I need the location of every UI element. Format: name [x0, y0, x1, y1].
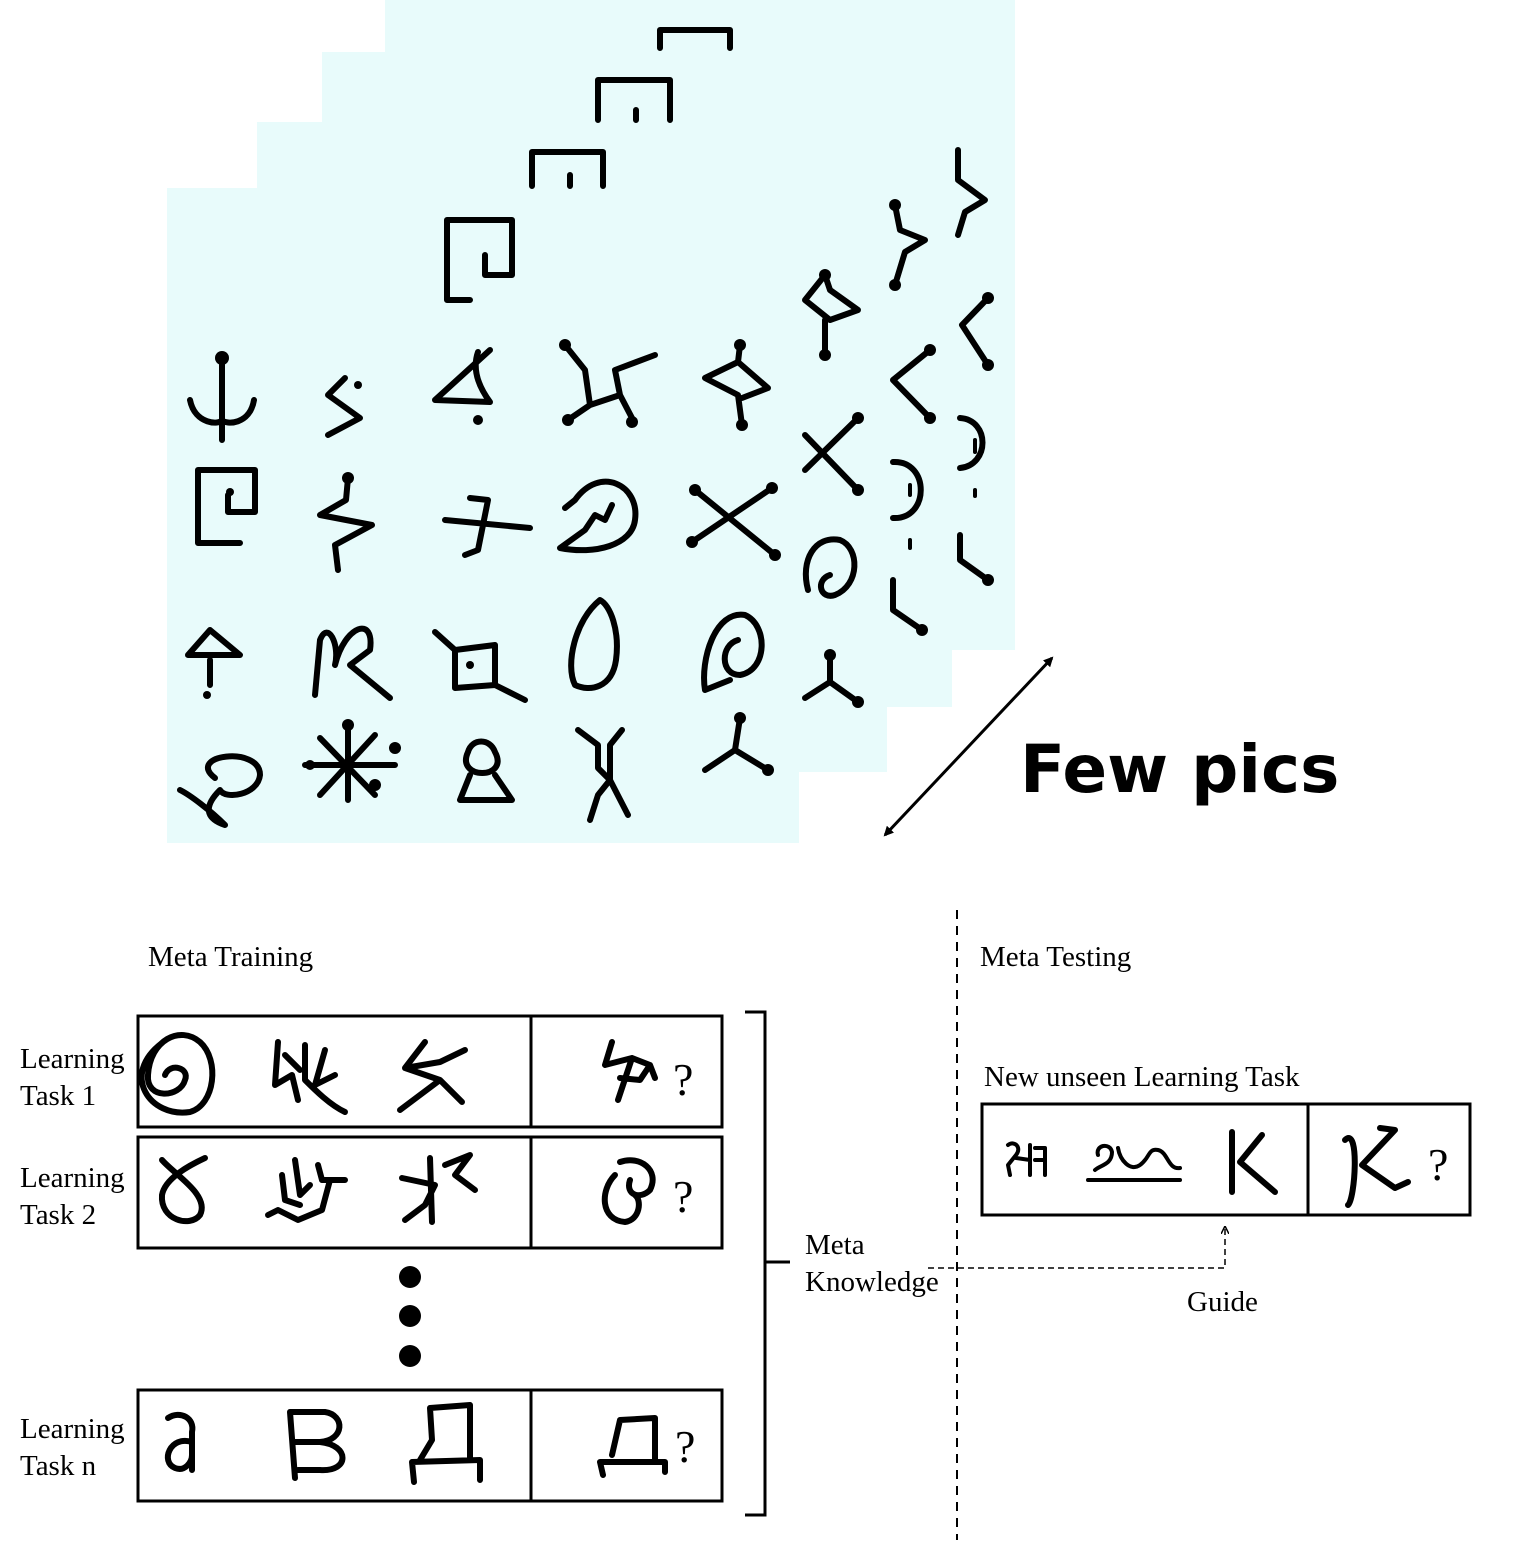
guide-label: Guide	[1187, 1286, 1258, 1318]
glyph-r1c5	[702, 342, 771, 428]
glyph-r2c4	[557, 478, 639, 554]
task-1-query-cell	[529, 1014, 724, 1129]
glyph-r3c4	[568, 597, 620, 691]
tasks-brace	[745, 1010, 790, 1517]
new-task-title: New unseen Learning Task	[984, 1061, 1300, 1093]
glyph-r4c5	[702, 715, 771, 773]
task-1-label-line1: Learning	[20, 1043, 125, 1075]
omniglot-card-stack	[167, 0, 1015, 843]
task-n-label-line1: Learning	[20, 1413, 125, 1445]
peek-glyph-card3	[595, 77, 673, 123]
task-n-query-cell	[529, 1388, 724, 1503]
few-pics-double-arrow	[883, 656, 1054, 837]
glyph-r1c1	[187, 355, 257, 443]
glyph-r2c2	[317, 475, 375, 573]
card3-edge-glyphs	[889, 199, 936, 636]
glyph-r4c3	[457, 738, 515, 803]
new-learning-task-row: ?	[980, 1102, 1472, 1217]
task-2-query-glyph	[601, 1157, 656, 1225]
glyph-r4c4	[575, 727, 631, 823]
more-tasks-ellipsis	[399, 1266, 421, 1367]
new-task-support-glyphs	[1006, 1129, 1278, 1195]
task-1-label-line2: Task 1	[20, 1080, 96, 1112]
task-n-query-mark: ?	[675, 1421, 695, 1472]
meta-knowledge-line1: Meta	[805, 1229, 865, 1261]
task-2-query-mark: ?	[673, 1171, 693, 1222]
meta-testing-title: Meta Testing	[980, 941, 1131, 973]
task-n-support-glyphs	[164, 1402, 483, 1485]
meta-knowledge-line2: Knowledge	[805, 1266, 939, 1298]
glyph-r2c1	[195, 467, 258, 546]
learning-task-n-row: Learning Task n ?	[20, 1388, 724, 1503]
task-1-query-mark: ?	[673, 1054, 693, 1105]
glyph-r4c1	[177, 753, 263, 828]
task-2-label-line1: Learning	[20, 1162, 125, 1194]
peek-glyph-card4	[657, 27, 733, 51]
peek-glyph-card2	[529, 149, 606, 189]
few-pics-label: Few pics	[1020, 731, 1339, 808]
learning-task-1-row: Learning Task 1 ?	[20, 1014, 724, 1129]
glyph-r3c5	[701, 611, 765, 693]
glyph-r3c2	[312, 625, 393, 701]
new-task-query-glyph	[1342, 1125, 1411, 1208]
learning-task-2-row: Learning Task 2 ?	[20, 1135, 724, 1250]
card2-edge-glyphs	[802, 269, 864, 708]
new-task-query-cell	[1306, 1102, 1472, 1217]
glyph-r3c3	[432, 629, 528, 703]
card4-edge-glyphs	[955, 147, 994, 586]
new-task-query-mark: ?	[1428, 1139, 1448, 1190]
task-n-query-glyph	[597, 1415, 668, 1478]
glyph-r2c5	[689, 485, 778, 558]
glyph-spiral-square	[444, 217, 515, 303]
task-2-query-cell	[529, 1135, 724, 1250]
meta-knowledge-guide-connector	[928, 1228, 1225, 1269]
front-card-glyphs	[177, 217, 781, 828]
glyph-r2c3	[442, 495, 533, 558]
glyph-r4c2	[302, 722, 398, 803]
glyph-r1c3	[432, 347, 493, 405]
task-1-support-glyphs	[138, 1032, 468, 1116]
task-n-label-line2: Task n	[20, 1450, 97, 1482]
meta-training-title: Meta Training	[148, 941, 313, 973]
glyph-r1c2	[325, 375, 363, 438]
glyph-r3c1	[185, 627, 243, 688]
task-1-query-glyph	[602, 1039, 658, 1103]
task-2-label-line2: Task 2	[20, 1199, 96, 1231]
task-2-support-glyphs	[158, 1152, 478, 1225]
